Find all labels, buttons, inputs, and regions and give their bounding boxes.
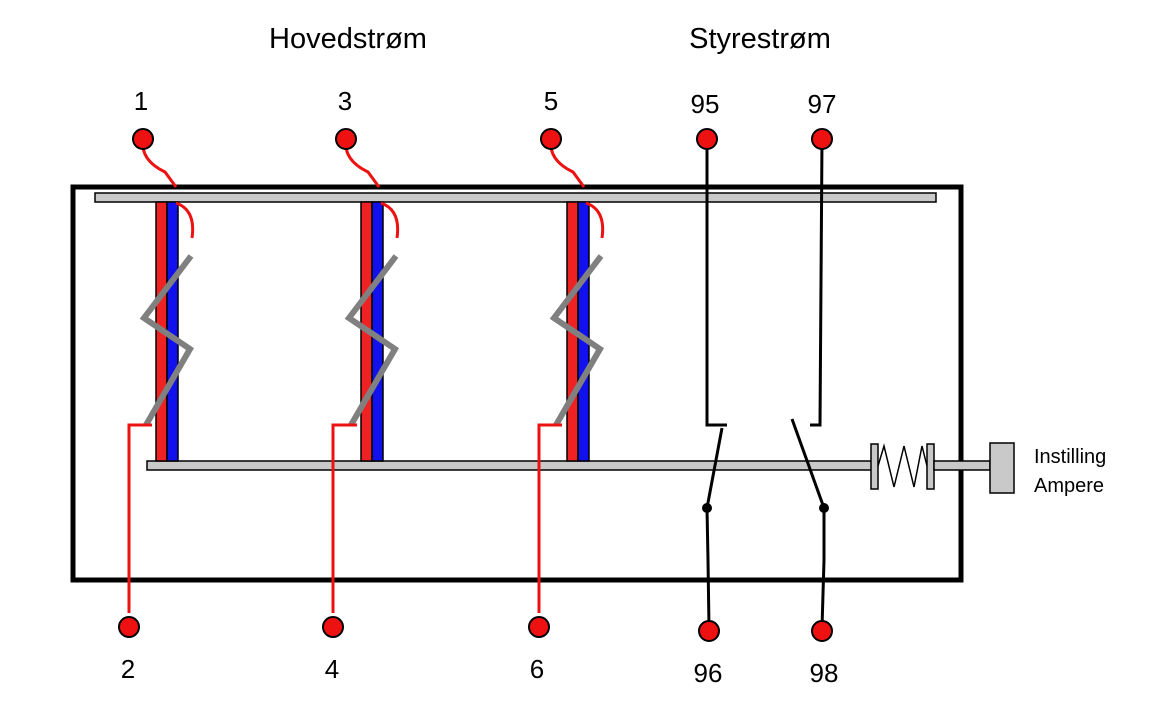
contact-blade-97-98: [790, 418, 826, 509]
heater-lead-1: [175, 201, 195, 239]
terminal-label-2: 2: [121, 654, 135, 684]
pole-1: 1 2: [118, 86, 195, 684]
terminal-label-95: 95: [691, 89, 720, 119]
spring-icon: [877, 443, 928, 488]
terminal-3: [335, 128, 357, 150]
spring-plate-left: [870, 443, 879, 490]
terminal-label-97: 97: [808, 89, 837, 119]
terminal-label-1: 1: [134, 86, 148, 116]
pivot-97-98: [819, 503, 829, 513]
wire-2-bottom: [127, 423, 152, 613]
terminal-2: [118, 616, 140, 638]
terminal-95: [696, 128, 718, 150]
heater-coil-1: [139, 254, 195, 427]
terminal-label-6: 6: [530, 654, 544, 684]
adjuster-label-line2: Ampere: [1034, 475, 1104, 497]
wire-4-bottom: [331, 423, 357, 613]
heater-coil-3: [549, 254, 605, 427]
current-adjuster: Instilling Ampere: [870, 442, 1106, 497]
terminal-98: [811, 620, 833, 642]
spring-plate-right: [926, 443, 935, 490]
contact-97-98: 97 98: [790, 89, 839, 688]
terminal-label-96: 96: [694, 658, 723, 688]
heading-control-current: Styrestrøm: [689, 23, 831, 55]
terminal-96: [698, 620, 720, 642]
terminal-label-4: 4: [325, 654, 339, 684]
terminal-97: [811, 128, 833, 150]
bimetal-blue-3: [577, 201, 590, 462]
top-bar: [94, 192, 937, 203]
pole-2: 3 4: [322, 86, 400, 684]
terminal-1: [132, 128, 154, 150]
terminal-label-5: 5: [544, 86, 558, 116]
contact-blade-95-96: [705, 427, 724, 509]
terminal-6: [528, 616, 550, 638]
adjuster-shaft: [933, 460, 991, 471]
heading-main-current: Hovedstrøm: [269, 23, 427, 55]
heater-lead-3: [585, 201, 605, 239]
relay-housing: [70, 184, 964, 583]
pivot-95-96: [702, 503, 712, 513]
terminal-label-98: 98: [810, 658, 839, 688]
wire-96: [705, 507, 711, 629]
adjuster-knob: [989, 442, 1015, 494]
wire-97: [810, 138, 824, 427]
wire-6-bottom: [537, 423, 562, 613]
wire-95: [705, 139, 727, 427]
terminal-label-3: 3: [338, 86, 352, 116]
contact-95-96: 95 96: [691, 89, 727, 688]
adjuster-label-line1: Instilling: [1034, 446, 1106, 468]
wire-98: [820, 508, 826, 629]
pole-3: 5 6: [528, 86, 605, 684]
heater-coil-2: [344, 254, 400, 427]
heater-lead-2: [380, 201, 400, 239]
terminal-4: [322, 616, 344, 638]
trip-bar: [146, 460, 874, 471]
terminal-5: [540, 128, 562, 150]
